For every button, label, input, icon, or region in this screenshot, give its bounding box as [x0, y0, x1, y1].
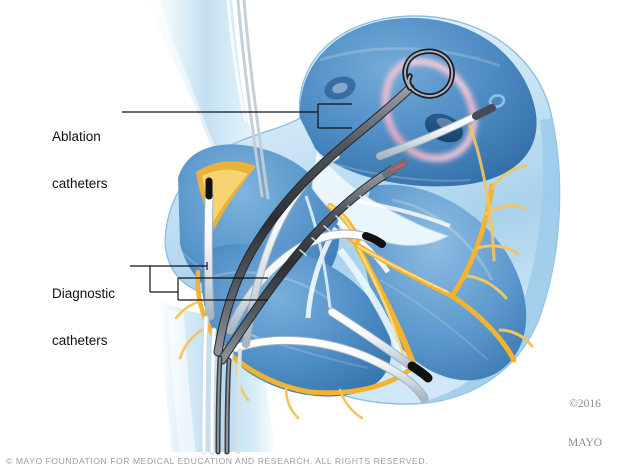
label-diagnostic-line2: catheters	[52, 332, 108, 348]
mayo-copyright-year: ©2016	[569, 398, 601, 410]
mayo-copyright-mark: ©2016 MAYO	[568, 372, 602, 463]
label-diagnostic-catheters: Diagnostic catheters	[52, 255, 115, 364]
label-ablation-catheters: Ablation catheters	[52, 98, 108, 207]
pulmonary-vein-ostium-upper	[324, 76, 356, 100]
leader-lines	[122, 103, 352, 301]
ablation-catheters	[213, 0, 455, 455]
electrode-tip-septum	[362, 232, 386, 248]
leader-ablation	[122, 103, 352, 129]
leader-diagnostic	[130, 262, 268, 301]
label-ablation-line2: catheters	[52, 175, 108, 191]
footer-copyright: © MAYO FOUNDATION FOR MEDICAL EDUCATION …	[6, 456, 429, 466]
label-ablation-line1: Ablation	[52, 129, 101, 144]
electrode-tip-rv-apex	[407, 361, 433, 383]
mayo-copyright-name: MAYO	[568, 437, 603, 449]
label-diagnostic-line1: Diagnostic	[52, 286, 116, 301]
electrode-tip-coronary-sinus	[472, 104, 496, 120]
tricuspid-leaflet	[336, 220, 391, 274]
